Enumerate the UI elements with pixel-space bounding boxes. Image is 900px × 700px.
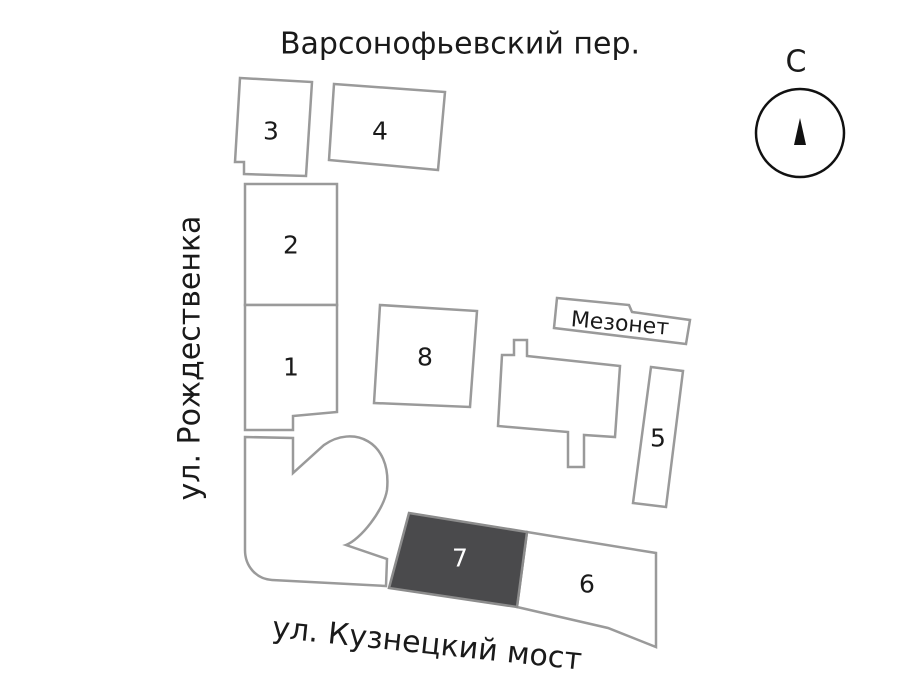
north-arrow-icon xyxy=(794,118,806,145)
compass: С xyxy=(754,45,846,179)
building-8-outline[interactable] xyxy=(372,303,479,409)
building-1-outline[interactable] xyxy=(243,303,339,432)
building-3-outline[interactable] xyxy=(233,76,314,178)
building-2-label: 2 xyxy=(283,231,299,260)
building-6[interactable]: 6 xyxy=(515,530,658,649)
building-5-label: 5 xyxy=(650,424,666,453)
building-2[interactable]: 2 xyxy=(243,182,339,307)
building-mezonet[interactable]: Мезонет xyxy=(552,296,692,346)
building-8-label: 8 xyxy=(417,343,433,372)
building-6-label: 6 xyxy=(579,570,595,599)
building-unlabeled-center[interactable] xyxy=(496,338,622,469)
building-7-outline[interactable] xyxy=(387,511,529,609)
building-7[interactable]: 7 xyxy=(387,511,529,609)
building-4-label: 4 xyxy=(372,117,388,146)
street-label-south: ул. Кузнецкий мост xyxy=(270,610,583,677)
building-7-label: 7 xyxy=(452,544,468,573)
building-5[interactable]: 5 xyxy=(631,365,685,509)
building-5-outline[interactable] xyxy=(631,365,685,509)
building-3[interactable]: 3 xyxy=(233,76,314,178)
building-1-label: 1 xyxy=(283,353,299,382)
building-unlabeled-curved[interactable] xyxy=(243,435,389,588)
building-4[interactable]: 4 xyxy=(327,82,447,172)
building-mezonet-outline[interactable] xyxy=(552,296,692,346)
compass-north-letter: С xyxy=(786,45,807,80)
building-1[interactable]: 1 xyxy=(243,303,339,432)
street-label-north: Варсонофьевский пер. xyxy=(280,27,640,62)
building-4-outline[interactable] xyxy=(327,82,447,172)
building-8[interactable]: 8 xyxy=(372,303,479,409)
building-mezonet-label: Мезонет xyxy=(570,307,670,340)
street-label-west: ул. Рождественка xyxy=(173,216,208,501)
building-3-label: 3 xyxy=(263,117,279,146)
